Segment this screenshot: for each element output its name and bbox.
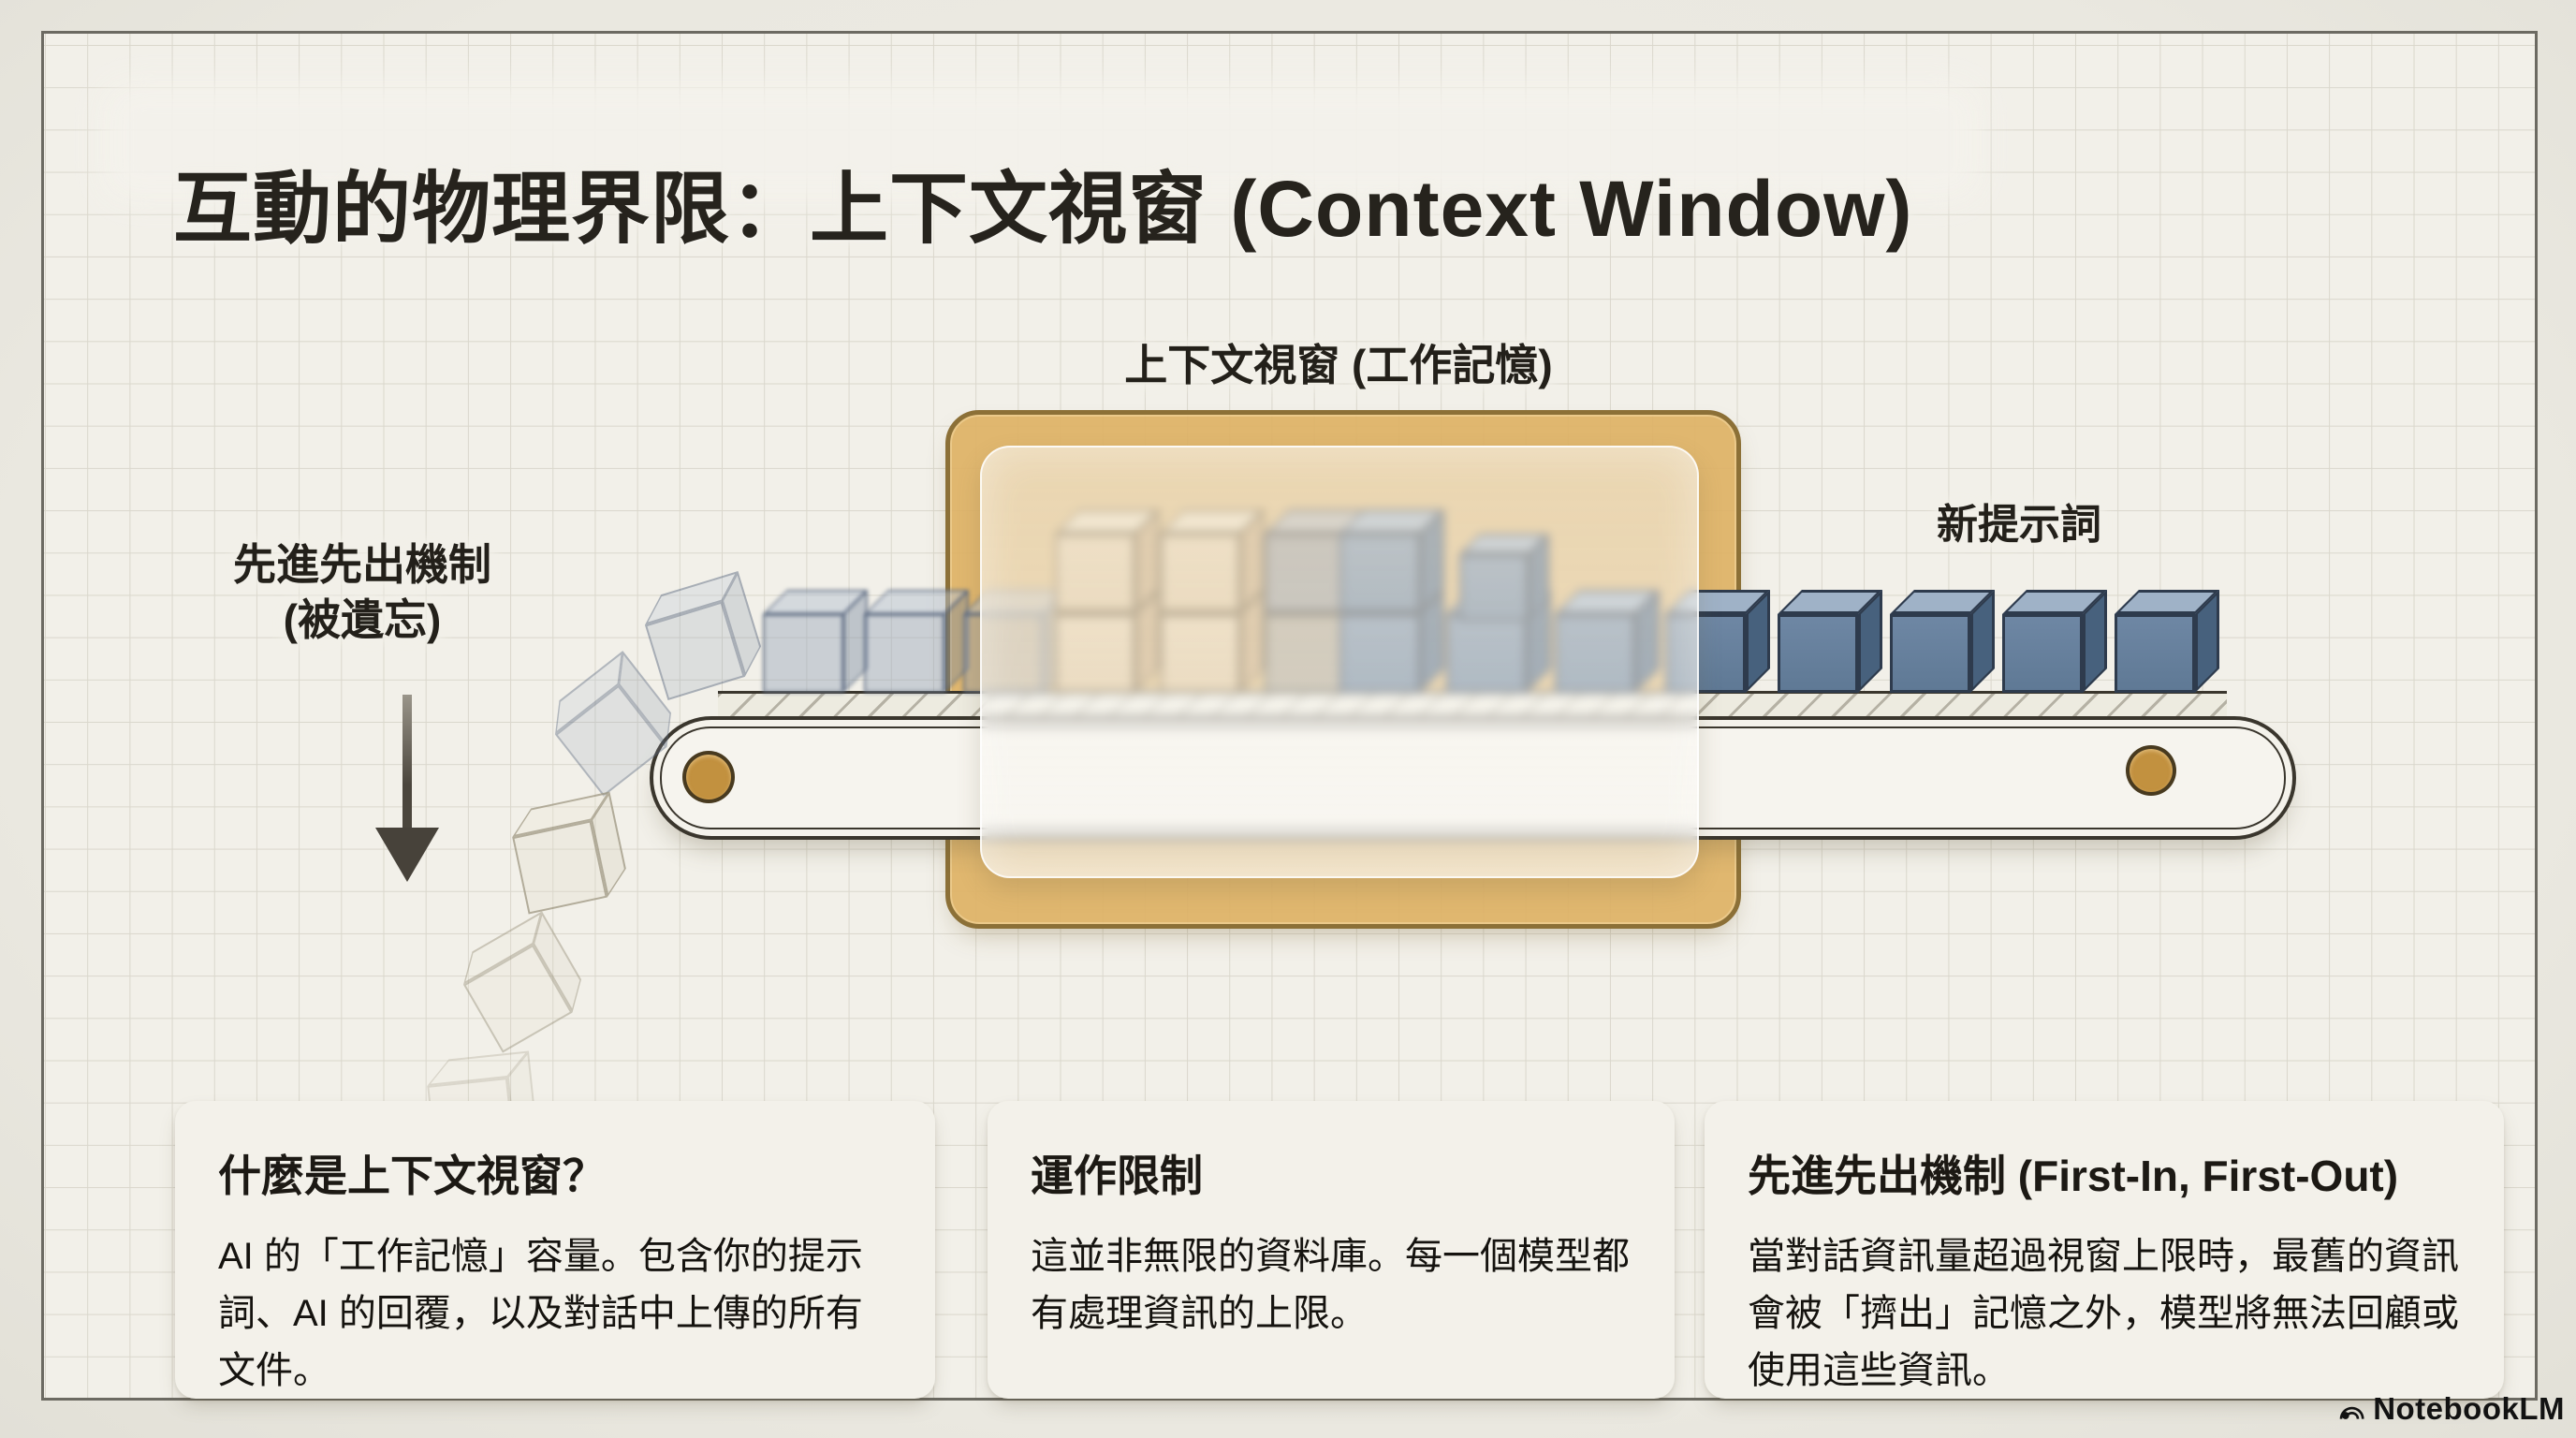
token-cube-blue [1778,590,1882,693]
belt-pulley-left [682,751,735,803]
token-cube-blue [2115,590,2219,693]
token-cube-fade [637,571,768,700]
fifo-forgotten-label: 先進先出機制 (被遺忘) [147,537,578,648]
notebooklm-brand: NotebookLM [2337,1391,2565,1427]
card-what-is-context-window: 什麼是上下文視窗？ AI 的「工作記憶」容量。包含你的提示詞、AI 的回覆，以及… [175,1101,935,1399]
fifo-label-line2: (被遺忘) [283,594,442,644]
card-body: AI 的「工作記憶」容量。包含你的提示詞、AI 的回覆，以及對話中上傳的所有文件… [218,1236,863,1391]
card-operating-limit: 運作限制 這並非無限的資料庫。每一個模型都有處理資訊的上限。 [988,1101,1675,1399]
token-cube-fade [763,590,868,693]
context-window-glass-highlight [980,446,1699,878]
card-fifo-mechanism: 先進先出機制 (First-In, First-Out) 當對話資訊量超過視窗上… [1705,1101,2504,1399]
card-title: 先進先出機制 (First-In, First-Out) [1748,1152,2399,1200]
new-prompt-label: 新提示詞 [1937,502,2101,548]
card-title: 運作限制 [1031,1152,1203,1200]
belt-pulley-right [2126,745,2176,796]
page-title: 互動的物理界限：上下文視窗 (Context Window) [173,165,1913,254]
falling-arrow-head-icon [375,828,439,882]
token-cube-blue [2002,590,2107,693]
token-cube-fade [864,590,969,693]
token-cube-ghost [451,911,593,1053]
title-halo [100,81,1982,202]
card-title: 什麼是上下文視窗？ [218,1152,606,1200]
token-cube-blue [1890,590,1995,693]
context-window-label: 上下文視窗 (工作記憶) [1124,341,1553,389]
notebooklm-logo-icon [2337,1395,2365,1423]
token-cube-ghost [507,791,631,915]
card-body: 這並非無限的資料庫。每一個模型都有處理資訊的上限。 [1031,1236,1630,1334]
fifo-label-line1: 先進先出機制 [233,540,491,589]
notebooklm-brand-text: NotebookLM [2373,1391,2565,1426]
graph-paper-background: 互動的物理界限：上下文視窗 (Context Window) 上下文視窗 (工作… [41,31,2538,1401]
falling-arrow-shaft [402,695,412,833]
card-body: 當對話資訊量超過視窗上限時，最舊的資訊會被「擠出」記憶之外，模型將無法回顧或使用… [1748,1236,2459,1391]
